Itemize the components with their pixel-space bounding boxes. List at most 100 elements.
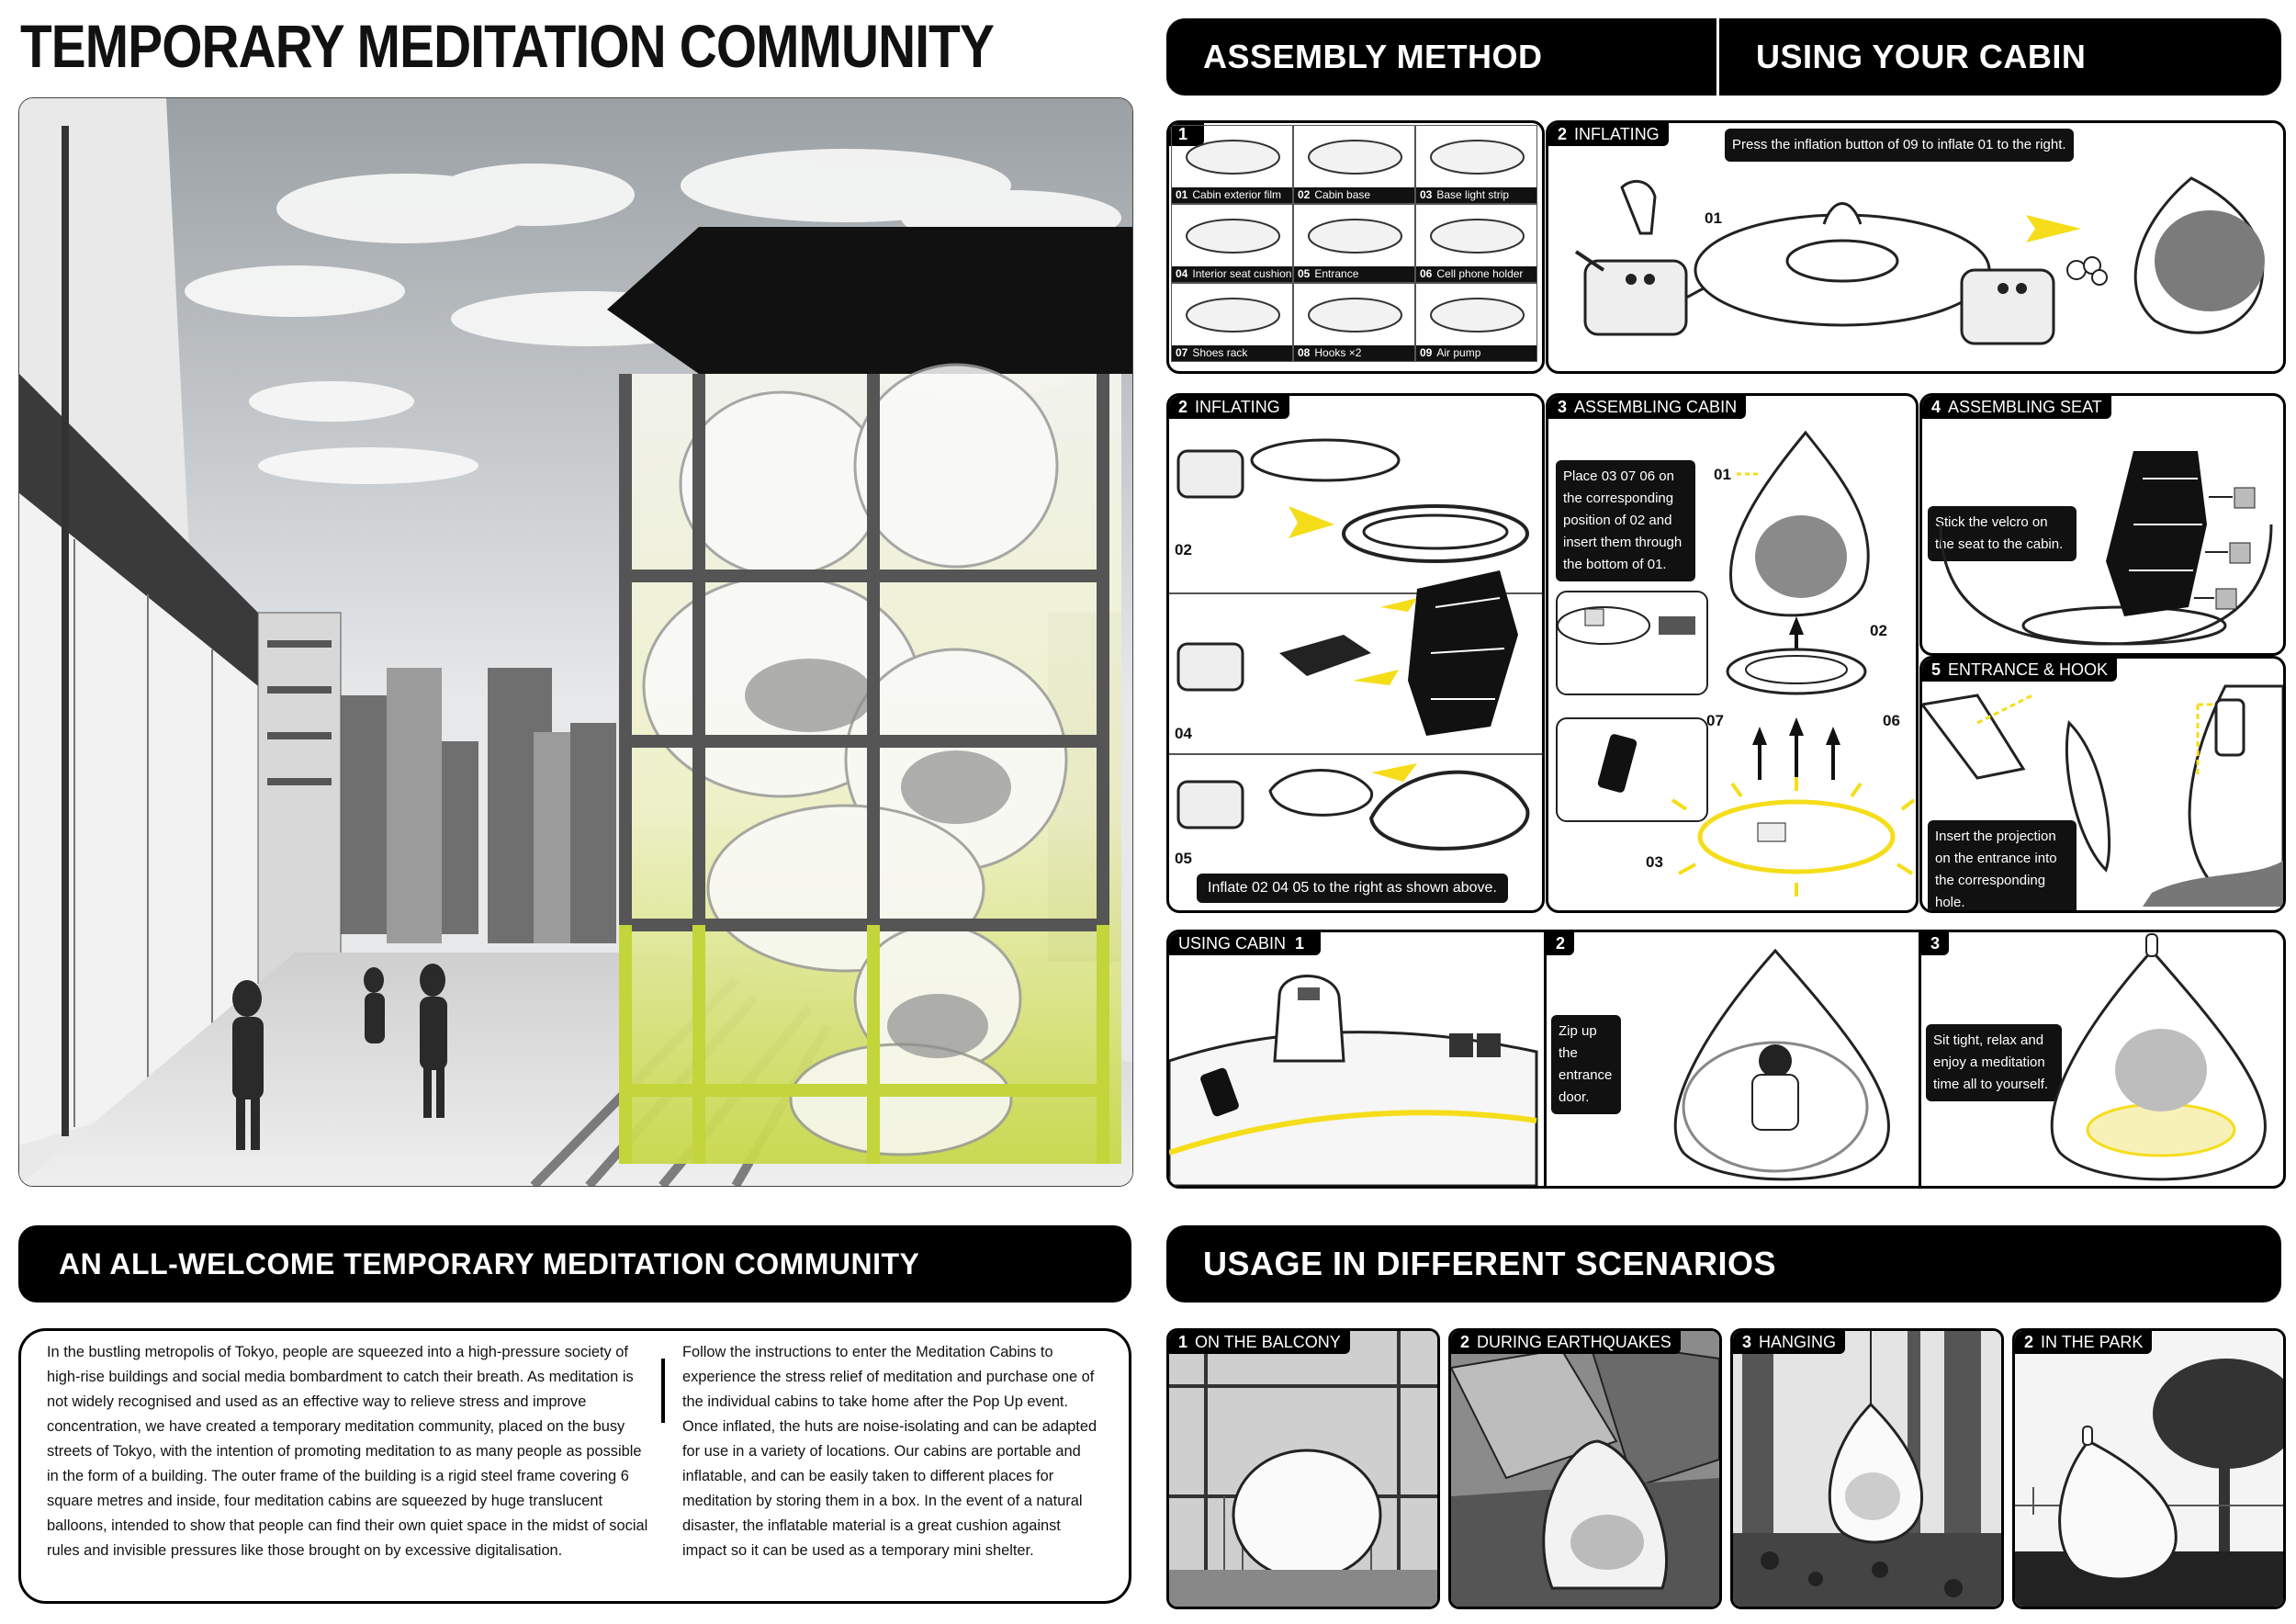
step-number: 2 <box>1178 398 1188 416</box>
part-number: 09 <box>1420 346 1433 359</box>
part-07-icon <box>1186 298 1280 333</box>
scenarios-heading: USAGE IN DIFFERENT SCENARIOS <box>1203 1245 1777 1282</box>
part-01-icon <box>1186 140 1280 175</box>
part-02-icon <box>1308 140 1402 175</box>
part-label-02: 02 <box>1870 622 1887 639</box>
community-text-box: In the bustling metropolis of Tokyo, peo… <box>18 1328 1131 1604</box>
scenario-label: ON THE BALCONY <box>1195 1333 1341 1351</box>
part-label: Cabin base <box>1314 188 1371 201</box>
community-paragraph-1: In the bustling metropolis of Tokyo, peo… <box>47 1344 648 1559</box>
phone-holder-inset <box>1556 591 1708 695</box>
page-title: TEMPORARY MEDITATION COMMUNITY <box>20 12 995 80</box>
step-number: 5 <box>1931 660 1941 679</box>
part-label: Shoes rack <box>1192 346 1248 359</box>
part-number: 06 <box>1420 267 1433 280</box>
part-caption: 01 Cabin exterior film <box>1172 187 1292 203</box>
zip-door-note: Zip up the entrance door. <box>1551 1015 1621 1114</box>
inflate-note: Press the inflation button of 09 to infl… <box>1725 129 2074 162</box>
step-number: 1 <box>1178 125 1188 143</box>
inflate-parts-note: Inflate 02 04 05 to the right as shown a… <box>1197 874 1508 903</box>
part-label: Cabin exterior film <box>1192 188 1282 201</box>
phone-inset <box>1556 717 1708 822</box>
community-header-bar: AN ALL-WELCOME TEMPORARY MEDITATION COMM… <box>18 1225 1131 1303</box>
part-number: 08 <box>1298 346 1311 359</box>
part-label-01: 01 <box>1705 209 1722 227</box>
hero-illustration <box>18 97 1133 1187</box>
scenario-label: IN THE PARK <box>2041 1333 2144 1351</box>
part-09-icon <box>1430 298 1525 333</box>
text-divider <box>661 1359 665 1423</box>
scenario-label: HANGING <box>1759 1333 1837 1351</box>
step-number: 2 <box>1558 125 1568 143</box>
part-label-02: 02 <box>1175 541 1192 558</box>
part-03-icon <box>1430 140 1525 175</box>
part-label-03: 03 <box>1646 853 1663 871</box>
assembly-method-heading: ASSEMBLY METHOD <box>1203 38 1543 75</box>
step-2-inflating-parts-panel: 2 INFLATING 02 04 05 Inflate 02 04 05 to … <box>1166 393 1545 913</box>
step-number: 3 <box>1558 398 1568 416</box>
part-label: Cell phone holder <box>1436 267 1524 280</box>
part-number: 01 <box>1176 188 1188 201</box>
instructions-header-bar: ASSEMBLY METHOD USING YOUR CABIN <box>1166 18 2281 96</box>
part-cell-01: 01 Cabin exterior film <box>1171 125 1293 204</box>
using-your-cabin-heading: USING YOUR CABIN <box>1756 38 2087 75</box>
part-label-05: 05 <box>1175 850 1192 867</box>
part-label: Base light strip <box>1436 188 1510 201</box>
step-title: ASSEMBLING SEAT <box>1948 398 2102 416</box>
entrance-hook-note: Insert the projection on the entrance in… <box>1928 820 2077 910</box>
scenario-label: DURING EARTHQUAKES <box>1477 1333 1671 1351</box>
step-5-entrance-hook-panel: 5 ENTRANCE & HOOK Insert the projection o… <box>1919 656 2286 913</box>
entrance-hook-illustration <box>1922 684 2283 907</box>
part-label: Entrance <box>1314 267 1359 280</box>
assemble-seat-illustration <box>1939 451 2273 646</box>
using-step-2: 2 <box>1556 934 1566 953</box>
part-05-icon <box>1308 219 1402 254</box>
part-label: Air pump <box>1436 346 1481 359</box>
part-label: Interior seat cushion <box>1192 267 1292 280</box>
relax-note: Sit tight, relax and enjoy a meditation … <box>1926 1024 2062 1101</box>
part-label-07: 07 <box>1706 712 1724 729</box>
assemble-cabin-note: Place 03 07 06 on the corresponding posi… <box>1556 460 1695 581</box>
part-label-01: 01 <box>1714 466 1731 483</box>
community-paragraph-2: Follow the instructions to enter the Med… <box>682 1344 1097 1559</box>
part-06-icon <box>1430 219 1525 254</box>
inflation-illustration <box>1574 176 2265 345</box>
step-title: ENTRANCE & HOOK <box>1948 660 2109 679</box>
community-heading: AN ALL-WELCOME TEMPORARY MEDITATION COMM… <box>59 1246 920 1280</box>
part-number: 02 <box>1298 188 1311 201</box>
assemble-seat-note: Stick the velcro on the seat to the cabi… <box>1928 506 2077 561</box>
part-number: 05 <box>1298 267 1311 280</box>
scenarios-header-bar: USAGE IN DIFFERENT SCENARIOS <box>1166 1225 2281 1303</box>
using-cabin-title: USING CABIN <box>1178 934 1287 953</box>
step-title: INFLATING <box>1195 398 1280 416</box>
part-04-icon <box>1186 219 1280 254</box>
part-08-icon <box>1308 298 1402 333</box>
part-label: Hooks ×2 <box>1314 346 1362 359</box>
assemble-cabin-illustration <box>1557 430 1916 897</box>
part-label-04: 04 <box>1175 725 1192 742</box>
part-label-06: 06 <box>1883 712 1900 729</box>
part-number: 03 <box>1420 188 1433 201</box>
